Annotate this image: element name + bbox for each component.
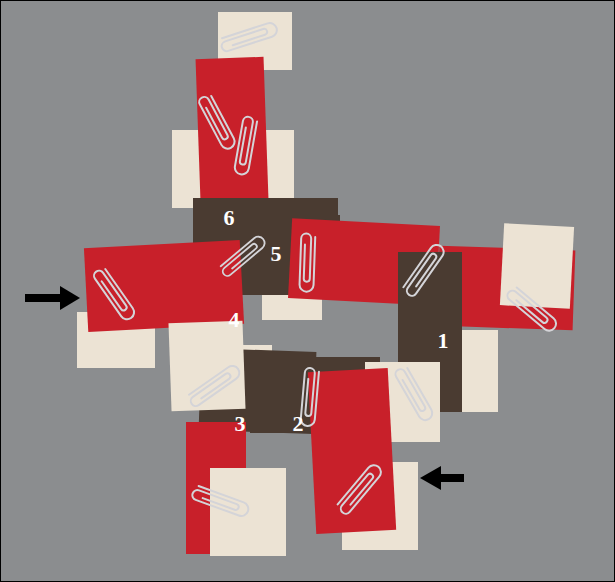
- callout-number: 3: [235, 413, 246, 435]
- pointer-arrow: [420, 466, 464, 490]
- callout-number: 2: [293, 413, 304, 435]
- callout-number: 5: [271, 243, 282, 265]
- callout-number: 6: [224, 207, 235, 229]
- callout-number: 4: [229, 309, 240, 331]
- pointer-arrow: [25, 286, 80, 310]
- callout-number: 1: [438, 330, 449, 352]
